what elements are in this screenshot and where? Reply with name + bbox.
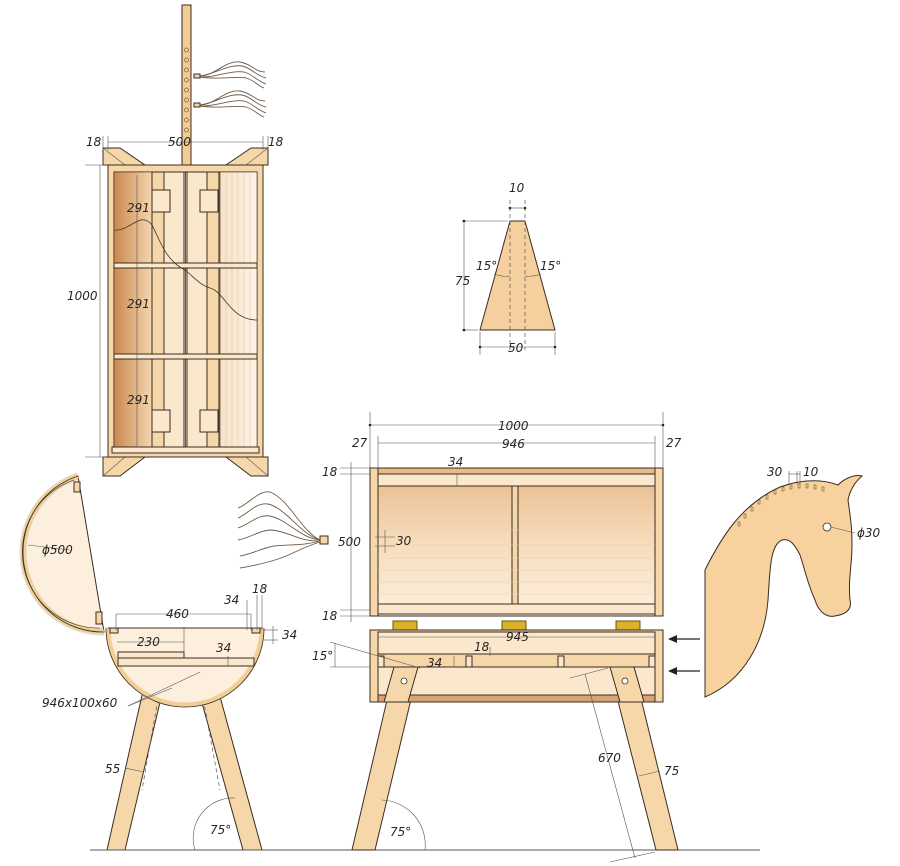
lid-diameter: ϕ500 <box>42 543 73 557</box>
dim-base-34: 34 <box>216 641 231 655</box>
mane-tassel-icon <box>193 90 267 118</box>
dim-inner-width: 460 <box>166 607 189 621</box>
dim-box-inner: 945 <box>506 630 529 644</box>
dim-cabinet-height: 1000 <box>67 289 98 303</box>
eye-hole <box>822 522 832 532</box>
dim-end-right: 27 <box>666 436 682 450</box>
dim-rail-34: 34 <box>282 628 297 642</box>
arrow-left-icon <box>668 667 700 675</box>
dim-inner-length: 946 <box>502 437 525 451</box>
dim-leg-angle: 75° <box>390 825 411 839</box>
dim-leg-angle: 75° <box>210 823 231 837</box>
dim-slot-width: 10 <box>803 465 819 479</box>
beam-label: 946x100x60 <box>42 696 118 710</box>
shelf <box>113 262 258 269</box>
dim-tilt-angle: 15° <box>312 649 333 663</box>
dim-ledge-34: 34 <box>427 656 442 670</box>
dim-shelf-spacing-1: 291 <box>127 201 150 215</box>
dim-end-left: 27 <box>352 436 368 450</box>
dim-lid-bottom-thickness: 18 <box>322 609 338 623</box>
dim-lid-height: 500 <box>338 535 361 549</box>
dim-slot-spacing: 30 <box>767 465 783 479</box>
dim-frame-34: 34 <box>224 593 239 607</box>
dim-leg-width: 55 <box>105 762 120 776</box>
dim-lid-top-thickness: 18 <box>322 465 338 479</box>
dim-eye-hole: ϕ30 <box>857 526 881 540</box>
mane-slots <box>737 483 825 527</box>
dim-cabinet-width: 500 <box>168 135 191 149</box>
long-view: 1000 27 946 27 34 18 500 18 30 945 18 34… <box>237 412 700 863</box>
arrow-left-icon <box>668 635 700 643</box>
dim-shelf-spacing-2: 291 <box>127 297 150 311</box>
shelf <box>113 353 258 360</box>
ear-angle-right: 15° <box>540 259 561 273</box>
dim-left-thickness: 18 <box>86 135 102 149</box>
dim-half-width: 230 <box>137 635 160 649</box>
horse-head-shape <box>704 475 864 698</box>
dim-ledge-18: 18 <box>474 640 490 654</box>
horse-tail-icon <box>237 491 329 569</box>
dim-slat-gap: 30 <box>396 534 412 548</box>
ear-angle-left: 15° <box>476 259 497 273</box>
side-view: ϕ500 460 34 18 34 230 34 <box>19 472 297 851</box>
pole-holes <box>184 47 189 133</box>
horse-head: 30 10 ϕ30 <box>704 465 881 698</box>
dim-shelf-spacing-3: 291 <box>127 393 150 407</box>
dim-overall-length: 1000 <box>498 419 529 433</box>
ear-height: 75 <box>455 274 470 288</box>
ear-detail: 10 75 15° 15° 50 <box>455 181 561 355</box>
dim-frame-18: 18 <box>252 582 268 596</box>
mane-tassel-icon <box>193 61 267 89</box>
dim-right-thickness: 18 <box>268 135 284 149</box>
dim-leg-length: 670 <box>598 751 621 765</box>
dim-top-rail: 34 <box>448 455 463 469</box>
ear-bottom-width: 50 <box>508 341 524 355</box>
front-view: 18 500 18 1000 291 291 291 <box>67 4 284 477</box>
ear-top-width: 10 <box>509 181 525 195</box>
dim-leg-width: 75 <box>664 764 679 778</box>
